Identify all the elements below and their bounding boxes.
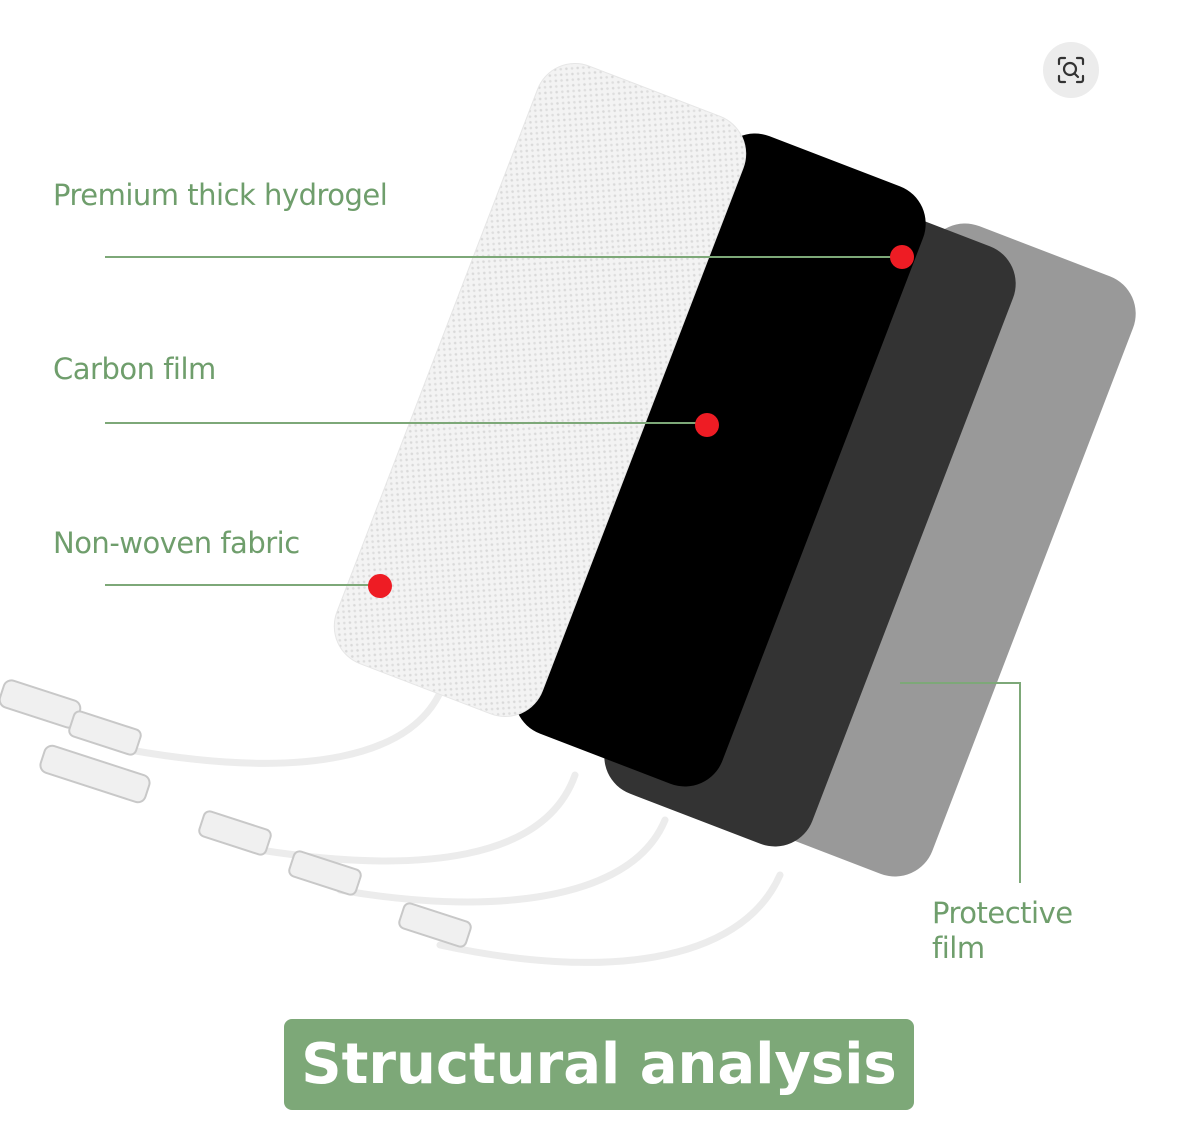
wire-connectors <box>0 679 472 948</box>
label-protective-film: Protective film <box>932 896 1073 965</box>
structural-analysis-banner: Structural analysis <box>284 1019 914 1110</box>
leader-lines <box>105 256 1021 883</box>
carbon-marker <box>695 413 719 437</box>
hydrogel-marker <box>890 245 914 269</box>
fabric-marker <box>368 574 392 598</box>
zoom-scan-icon <box>1057 56 1085 84</box>
non-woven-fabric-layer <box>333 63 747 717</box>
zoom-button[interactable] <box>1043 42 1099 98</box>
carbon-film-layer <box>514 133 926 787</box>
label-non-woven-fabric: Non-woven fabric <box>53 526 300 560</box>
lead-wires <box>126 676 784 966</box>
label-premium-thick-hydrogel: Premium thick hydrogel <box>53 178 388 212</box>
banner-title: Structural analysis <box>301 1032 897 1097</box>
label-carbon-film: Carbon film <box>53 352 216 386</box>
